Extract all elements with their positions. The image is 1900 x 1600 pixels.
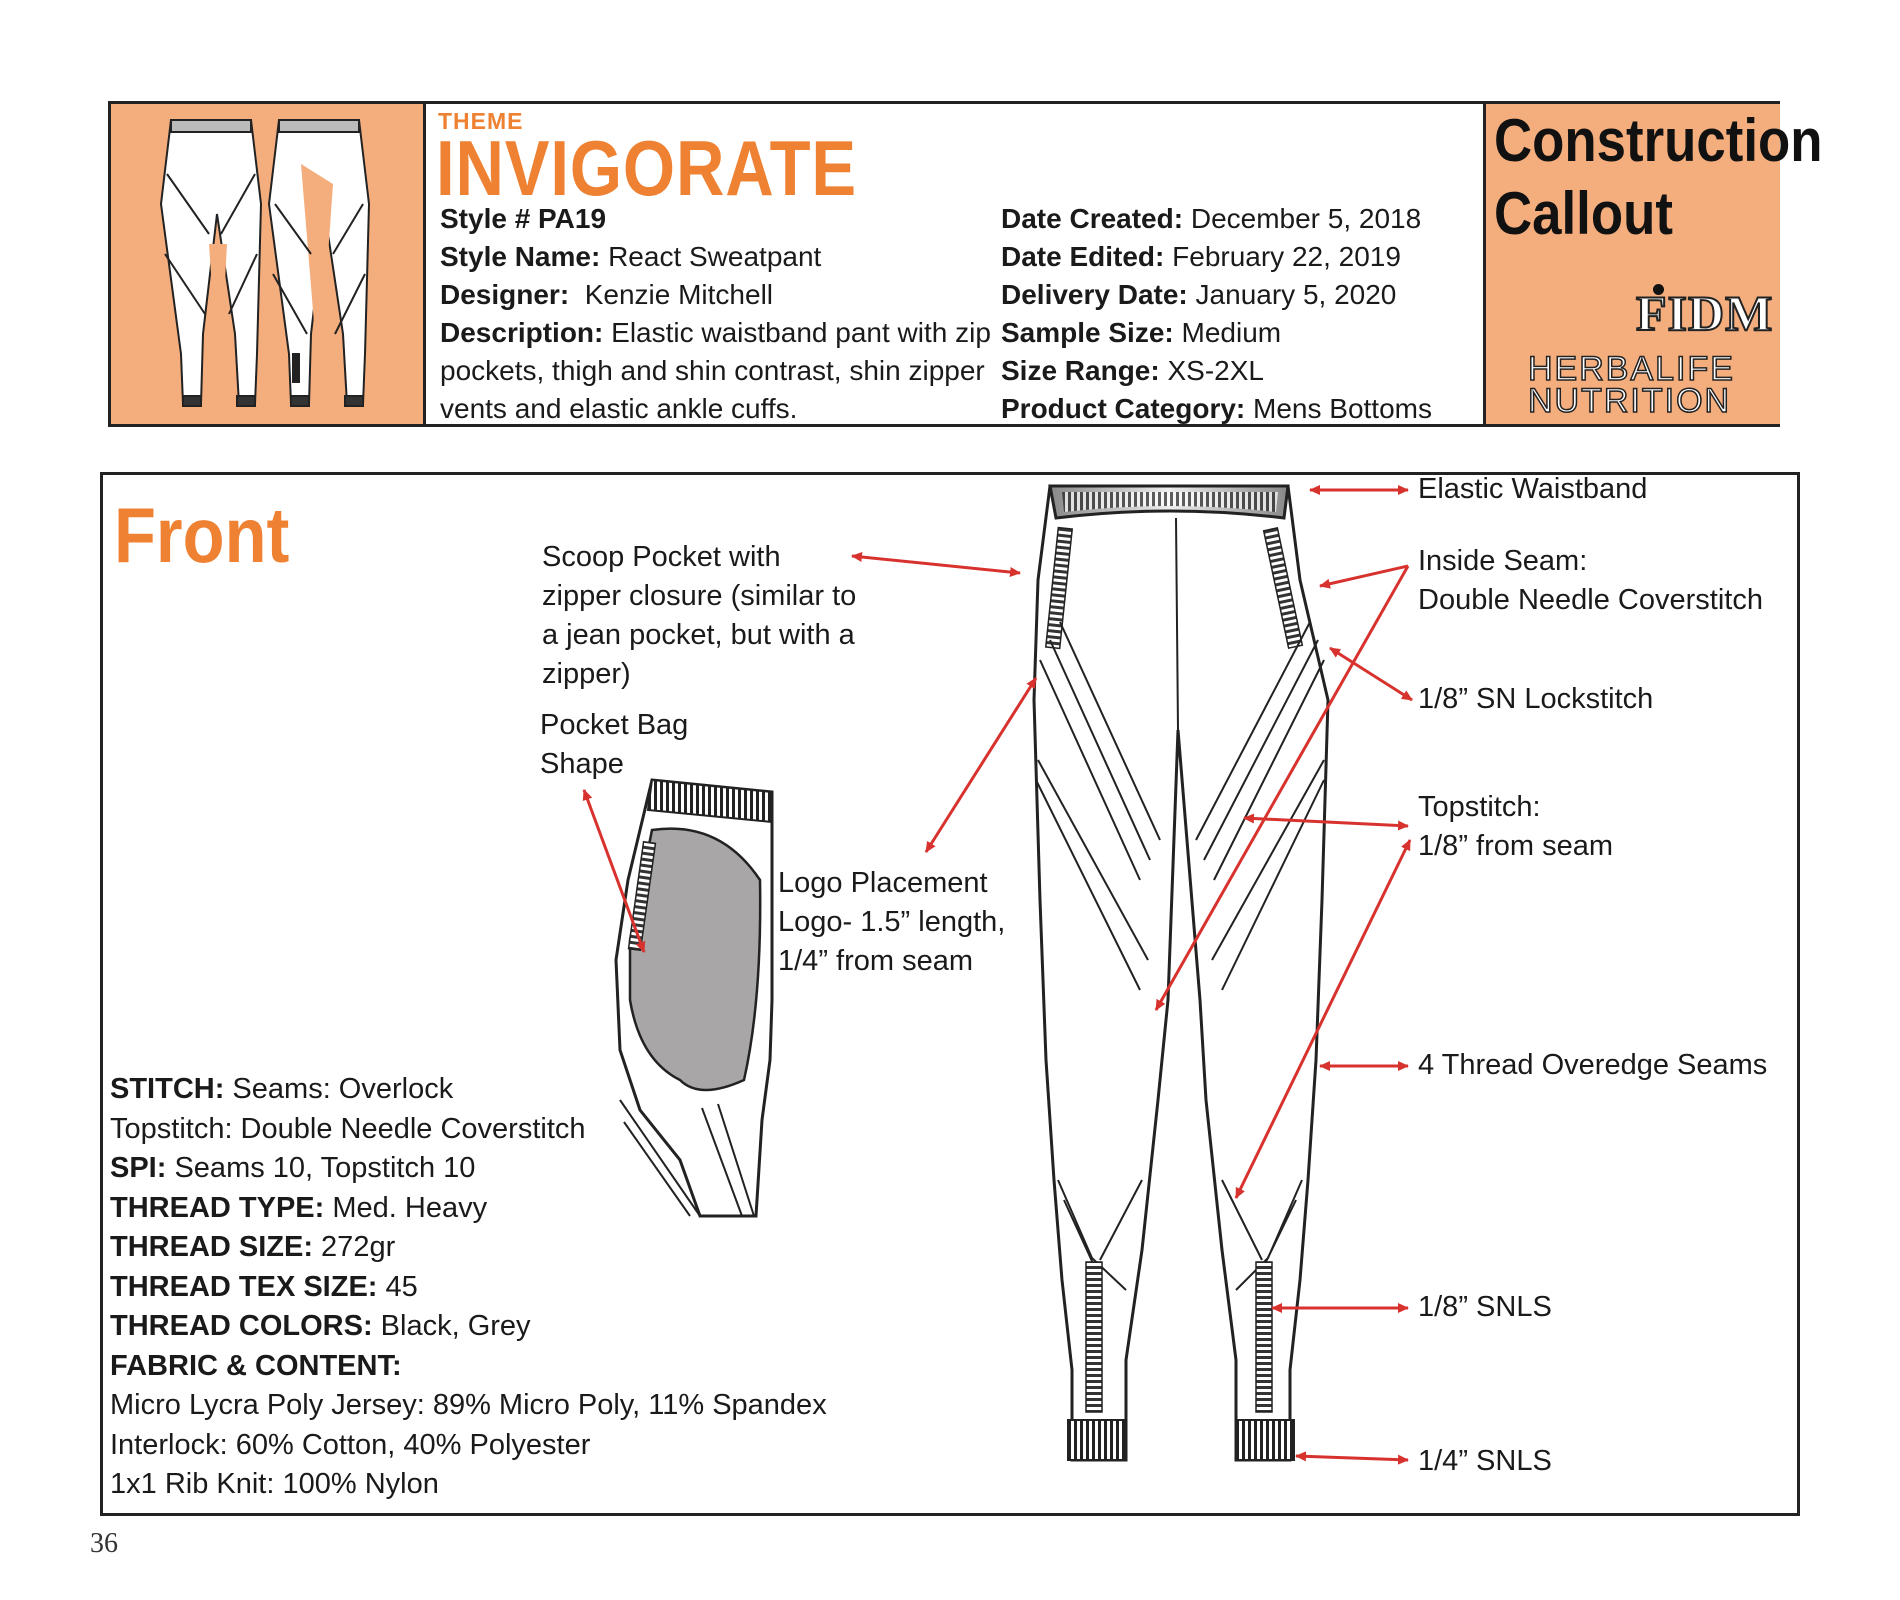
theme-label: THEME <box>438 108 524 134</box>
callout-snls-14: 1/4” SNLS <box>1418 1445 1552 1477</box>
thumbnail-panel <box>111 104 426 424</box>
spec-thread-colors: THREAD COLORS: Black, Grey <box>110 1310 531 1342</box>
callout-topstitch: Topstitch: 1/8” from seam <box>1418 791 1613 862</box>
product-category-row: Product Category: Mens Bottoms <box>1001 393 1432 424</box>
spec-thread-type: THREAD TYPE: Med. Heavy <box>110 1191 488 1224</box>
spec-fabric-1: Micro Lycra Poly Jersey: 89% Micro Poly,… <box>110 1389 827 1421</box>
style-number-row: Style # PA19 <box>440 203 607 234</box>
right-ankle-cuff <box>1235 1419 1295 1461</box>
spec-fabric-3: 1x1 Rib Knit: 100% Nylon <box>110 1468 439 1500</box>
main-pant-drawing <box>1032 484 1330 1462</box>
callout-elastic-waistband: Elastic Waistband <box>1418 473 1648 505</box>
description-row: Description: Elastic waistband pant with… <box>440 317 991 424</box>
delivery-date-row: Delivery Date: January 5, 2020 <box>1001 279 1397 310</box>
spec-thread-tex: THREAD TEX SIZE: 45 <box>110 1270 418 1303</box>
callout-sn-lockstitch: 1/8” SN Lockstitch <box>1418 683 1654 715</box>
callout-title: Construction Callout <box>1494 107 1823 247</box>
spec-fabric-2: Interlock: 60% Cotton, 40% Polyester <box>110 1428 591 1461</box>
pant-thumbnails <box>159 119 371 407</box>
arrow-inside-seam-1 <box>1319 564 1409 589</box>
left-shin-zipper <box>1085 1261 1103 1413</box>
date-edited-row: Date Edited: February 22, 2019 <box>1001 241 1401 272</box>
spec-thread-size: THREAD SIZE: 272gr <box>110 1231 396 1263</box>
size-range-row: Size Range: XS-2XL <box>1001 355 1264 386</box>
right-shin-zipper <box>1255 1261 1273 1413</box>
fidm-logo-dot <box>1653 284 1664 295</box>
callout-inside-seam: Inside Seam: Double Needle Coverstitch <box>1418 545 1763 616</box>
arrow-pocket-bag <box>582 789 646 953</box>
spec-spi: SPI: Seams 10, Topstitch 10 <box>110 1152 476 1184</box>
pant-outline <box>1032 484 1330 1462</box>
info-right-column: Date Created: December 5, 2018 Date Edit… <box>1001 200 1481 428</box>
designer-row: Designer: Kenzie Mitchell <box>440 279 774 310</box>
view-title: Front <box>114 491 290 579</box>
construction-specs: STITCH: Seams: Overlock Topstitch: Doubl… <box>110 1070 827 1505</box>
callout-arrows <box>582 485 1413 1465</box>
arrow-logo-placement <box>924 677 1038 853</box>
left-ankle-cuff <box>1067 1419 1127 1461</box>
page-number: 36 <box>90 1528 118 1559</box>
front-view-block <box>100 472 1800 1516</box>
callout-logo-placement: Logo Placement Logo- 1.5” length, 1/4” f… <box>778 867 1006 977</box>
callout-overedge-seams: 4 Thread Overedge Seams <box>1418 1049 1768 1081</box>
theme-name: INVIGORATE <box>436 124 858 212</box>
spec-stitch: STITCH: Seams: Overlock <box>110 1073 454 1105</box>
thumbnail-front <box>159 119 263 407</box>
arrow-sn-lockstitch <box>1329 646 1413 702</box>
style-info-panel: THEME INVIGORATE Style # PA19 Style Name… <box>426 104 1482 424</box>
callout-scoop-pocket: Scoop Pocket with zipper closure (simila… <box>542 541 857 690</box>
header-block: THEME INVIGORATE Style # PA19 Style Name… <box>108 101 1823 427</box>
fidm-logo: FIDM <box>1635 284 1774 342</box>
thumbnail-back <box>267 119 371 407</box>
date-created-row: Date Created: December 5, 2018 <box>1001 203 1422 234</box>
arrow-scoop-pocket <box>851 552 1021 577</box>
herbalife-logo-line2: NUTRITION <box>1527 382 1732 420</box>
arrow-topstitch-shin <box>1234 839 1412 1199</box>
callout-pocket-bag: Pocket Bag Shape <box>540 709 689 780</box>
herbalife-logo-line1: HERBALIFE <box>1527 350 1735 388</box>
spec-topstitch: Topstitch: Double Needle Coverstitch <box>110 1112 586 1145</box>
arrow-inside-seam-2 <box>1154 565 1410 1011</box>
spec-fabric-label: FABRIC & CONTENT: <box>110 1349 402 1382</box>
arrow-snls-14 <box>1295 1451 1409 1465</box>
pocket-bag-shape <box>628 827 762 1092</box>
sample-size-row: Sample Size: Medium <box>1001 317 1282 348</box>
construction-callout-panel: Construction Callout FIDM HERBALIFE NUTR… <box>1483 104 1823 424</box>
pocket-bag-waistband <box>646 778 773 824</box>
callout-snls-18: 1/8” SNLS <box>1418 1291 1552 1323</box>
arrow-topstitch <box>1243 813 1409 831</box>
style-name-row: Style Name: React Sweatpant <box>440 241 822 272</box>
info-left-column: Style # PA19 Style Name: React Sweatpant… <box>440 200 1000 428</box>
right-pocket-zipper <box>1262 526 1304 650</box>
